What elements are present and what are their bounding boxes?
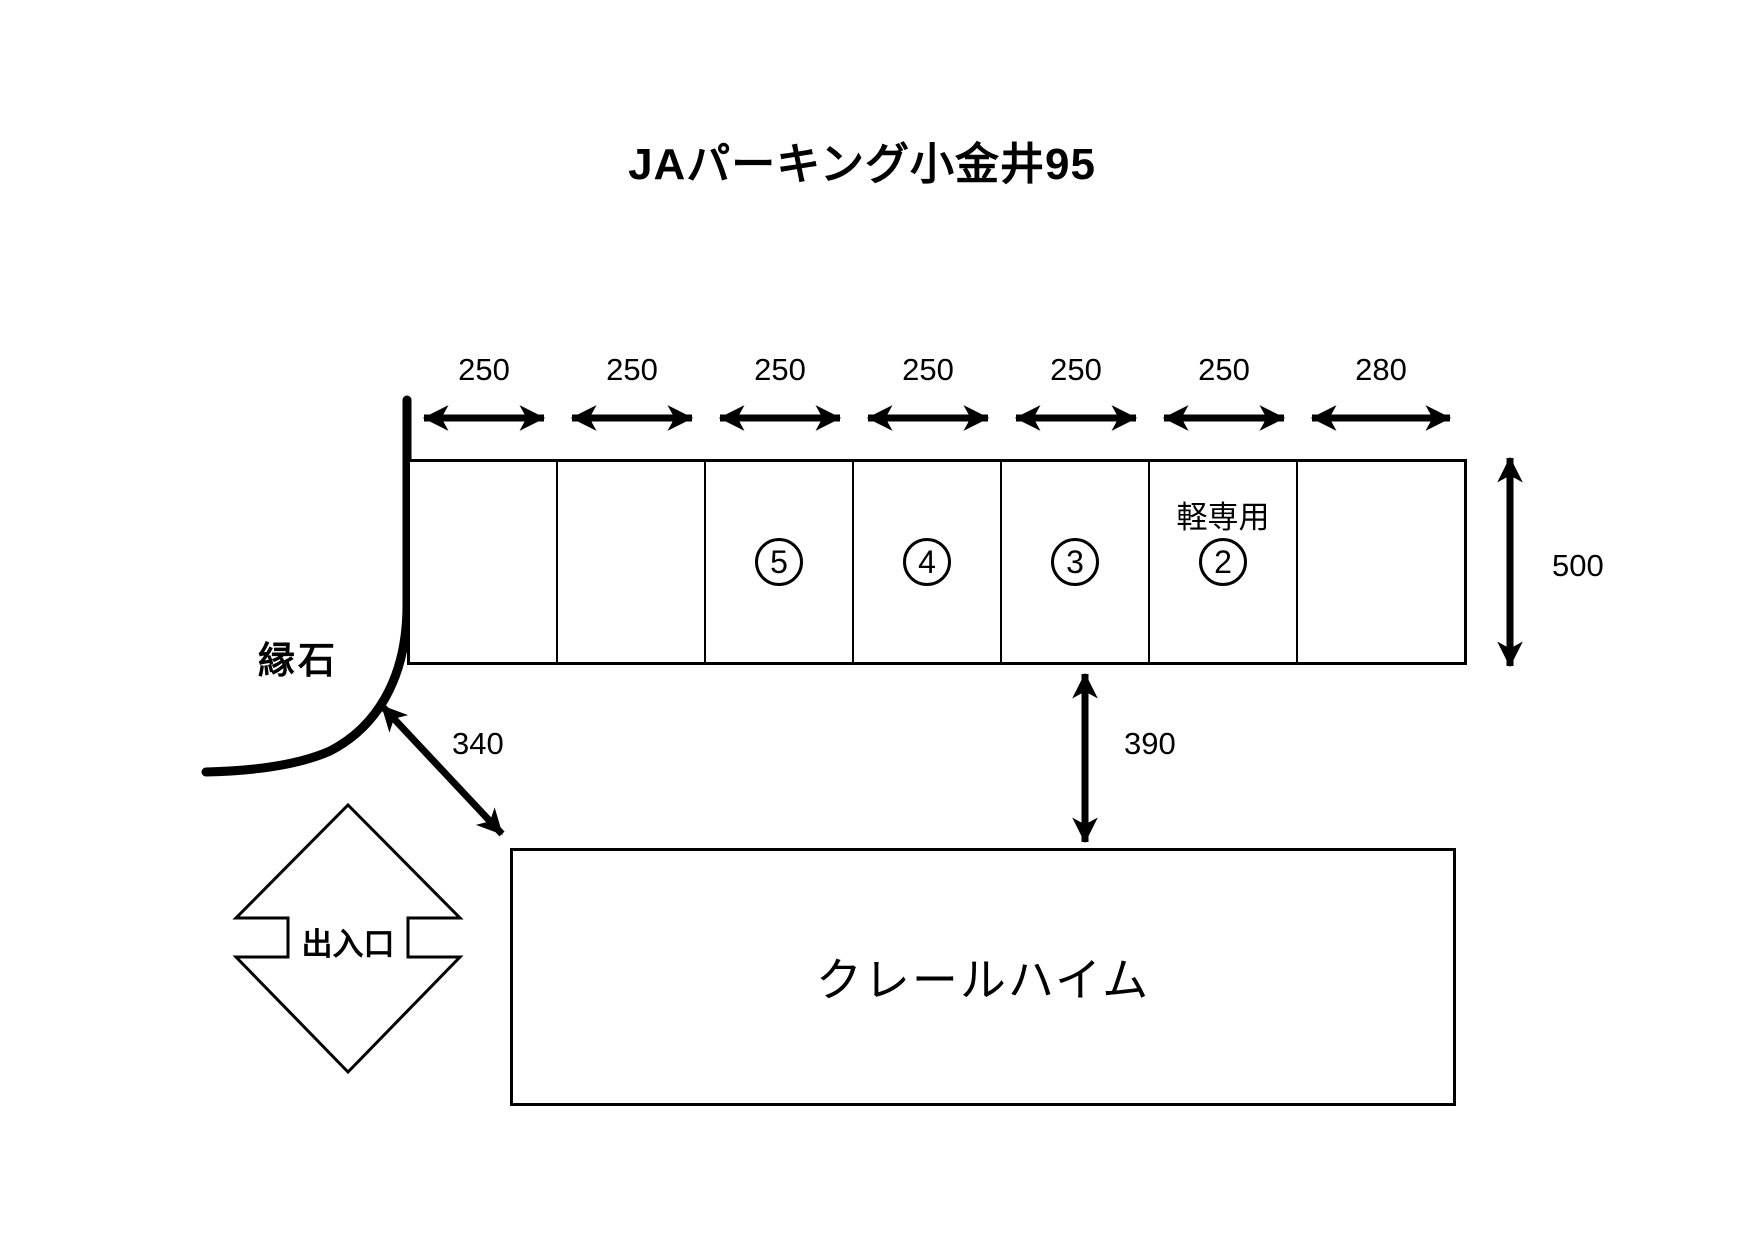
curb-label: 縁石 [258, 640, 338, 681]
diagram-title: JAパーキング小金井95 [628, 140, 1096, 189]
entrance-label: 出入口 [301, 927, 395, 962]
stall-number-badge: 5 [755, 538, 803, 586]
stall-number-badge: 2 [1199, 538, 1247, 586]
entrance-double-arrow-shape [232, 802, 464, 1075]
stall-5: 3 [1002, 462, 1150, 662]
stall-number-badge: 4 [903, 538, 951, 586]
stall-width-label-7: 280 [1355, 352, 1407, 387]
stall-width-label-2: 250 [606, 352, 658, 387]
stall-1 [410, 462, 558, 662]
stall-width-label-4: 250 [902, 352, 954, 387]
curb-building-gap-label: 340 [452, 726, 504, 761]
stall-width-label-1: 250 [458, 352, 510, 387]
stall-4: 4 [854, 462, 1002, 662]
stall-7 [1298, 462, 1464, 662]
stall-width-label-3: 250 [754, 352, 806, 387]
gap-arrow-340 [379, 703, 505, 837]
stall-2 [558, 462, 706, 662]
stall-3: 5 [706, 462, 854, 662]
building-outline: クレールハイム [510, 848, 1456, 1106]
stall-number-badge: 3 [1051, 538, 1099, 586]
curb-line [201, 395, 412, 777]
kei-only-note: 軽専用 [1176, 500, 1270, 535]
building-name-label: クレールハイム [815, 954, 1151, 1006]
stall-width-label-5: 250 [1050, 352, 1102, 387]
depth-dimension-label: 500 [1552, 548, 1604, 583]
row-building-gap-label: 390 [1124, 726, 1176, 761]
stall-width-label-6: 250 [1198, 352, 1250, 387]
